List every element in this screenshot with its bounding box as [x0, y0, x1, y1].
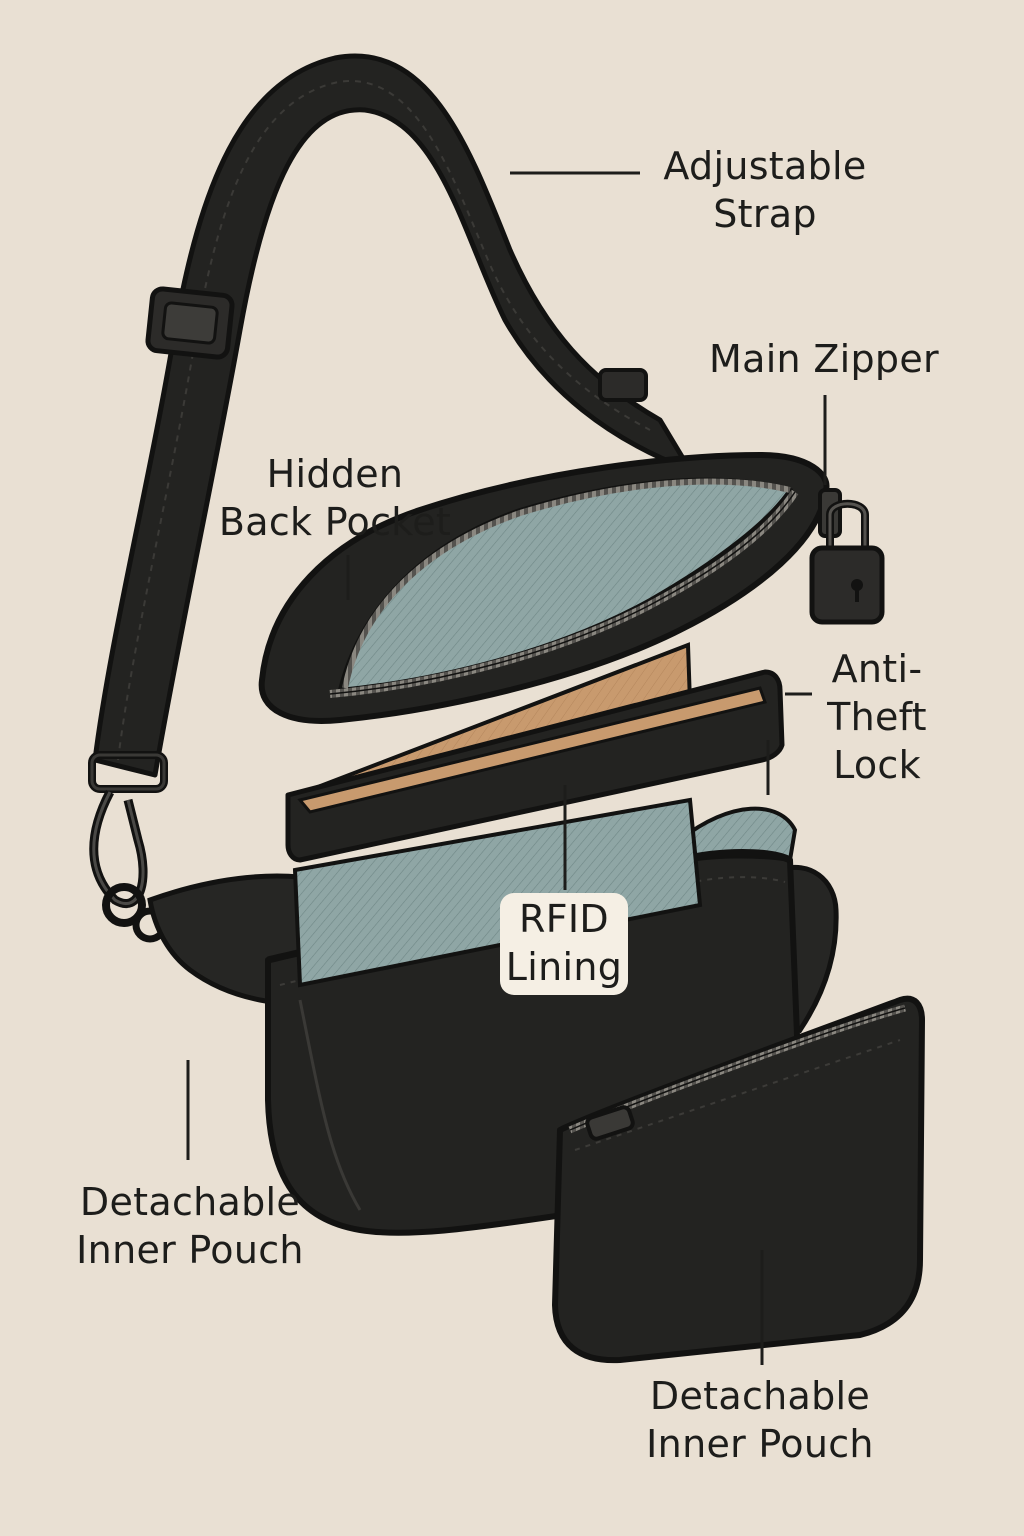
strap-buckle — [145, 286, 235, 360]
label-adjustable-strap: Adjustable Strap — [663, 144, 867, 236]
leader-lines — [186, 171, 827, 1365]
detachable-pouch — [552, 995, 925, 1364]
label-main-zipper: Main Zipper — [709, 337, 939, 381]
label-detachable-inner-pouch-right: Detachable Inner Pouch — [646, 1374, 874, 1466]
label-hidden-back-pocket: Hidden Back Pocket — [218, 452, 452, 544]
label-detachable-inner-pouch-left: Detachable Inner Pouch — [76, 1180, 304, 1272]
top-lid — [258, 452, 830, 724]
strap — [92, 53, 693, 778]
padlock — [809, 488, 885, 625]
label-anti-theft-lock: Anti- Theft Lock — [827, 647, 927, 787]
label-rfid-lining: RFID Lining — [500, 893, 628, 995]
rfid-insert — [285, 642, 785, 988]
